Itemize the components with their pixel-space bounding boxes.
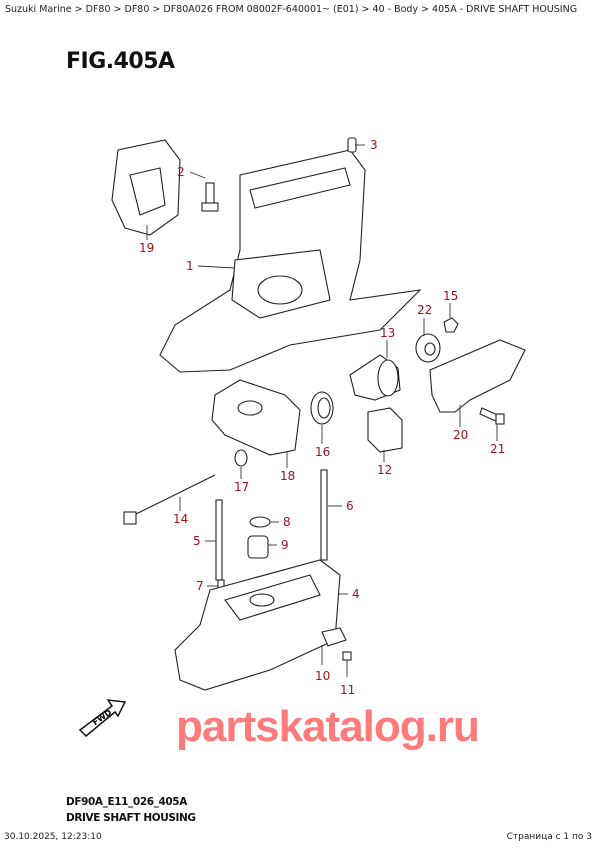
page-number: Страница с 1 по 3	[506, 832, 592, 842]
callouts: 3 2 19 1 15 22 13 20 21 16 12 18 17 14 6…	[139, 138, 505, 697]
callout-15[interactable]: 15	[443, 289, 458, 303]
part-22-seal[interactable]	[415, 333, 441, 363]
callout-7[interactable]: 7	[196, 579, 204, 593]
part-1-drive-shaft-housing[interactable]	[159, 149, 422, 373]
callout-5[interactable]: 5	[193, 534, 201, 548]
callout-4[interactable]: 4	[352, 587, 360, 601]
part-20-cover[interactable]	[429, 339, 526, 413]
callout-9[interactable]: 9	[281, 538, 289, 552]
part-9-bushing[interactable]	[247, 535, 269, 559]
part-18-block[interactable]	[211, 379, 301, 456]
part-12-damper[interactable]	[367, 407, 403, 453]
callout-14[interactable]: 14	[173, 512, 188, 526]
part-5-stud[interactable]	[215, 499, 223, 581]
fwd-arrow-icon: FWD	[78, 699, 127, 738]
callout-18[interactable]: 18	[280, 469, 295, 483]
part-17-washer[interactable]	[234, 449, 248, 467]
print-timestamp: 30.10.2025, 12:23:10	[4, 832, 102, 842]
callout-11[interactable]: 11	[340, 683, 355, 697]
callout-8[interactable]: 8	[283, 515, 291, 529]
part-2-bolt[interactable]	[201, 182, 219, 212]
watermark: partskatalog.ru	[176, 702, 480, 751]
callout-19[interactable]: 19	[139, 241, 154, 255]
diagram-subtitle: DRIVE SHAFT HOUSING	[66, 812, 196, 824]
part-3-pin[interactable]	[347, 137, 357, 153]
part-11-bolt[interactable]	[342, 651, 352, 661]
part-19-bracket[interactable]	[111, 139, 181, 236]
callout-16[interactable]: 16	[315, 445, 330, 459]
part-16-ring[interactable]	[310, 391, 334, 425]
part-8-circlip[interactable]	[249, 516, 271, 528]
breadcrumb[interactable]: Suzuki Marine > DF80 > DF80 > DF80A026 F…	[5, 4, 578, 15]
part-13-mount[interactable]	[349, 354, 401, 401]
part-14-stud[interactable]	[123, 474, 216, 525]
leader-lines	[146, 144, 498, 677]
callout-20[interactable]: 20	[453, 428, 468, 442]
part-6-stud[interactable]	[320, 469, 328, 561]
callout-12[interactable]: 12	[377, 463, 392, 477]
callout-3[interactable]: 3	[370, 138, 378, 152]
callout-17[interactable]: 17	[234, 480, 249, 494]
diagram-code: DF90A_E11_026_405A	[66, 796, 187, 808]
callout-1[interactable]: 1	[186, 259, 194, 273]
callout-6[interactable]: 6	[346, 499, 354, 513]
part-4-housing-lower[interactable]	[174, 559, 341, 691]
figure-title: FIG.405A	[66, 49, 175, 74]
part-21-bolt[interactable]	[479, 407, 505, 425]
part-10-bracket[interactable]	[321, 627, 347, 647]
callout-21[interactable]: 21	[490, 442, 505, 456]
callout-13[interactable]: 13	[380, 326, 395, 340]
callout-2[interactable]: 2	[177, 165, 185, 179]
callout-10[interactable]: 10	[315, 669, 330, 683]
part-15-nut[interactable]	[443, 317, 459, 333]
callout-22[interactable]: 22	[417, 303, 432, 317]
